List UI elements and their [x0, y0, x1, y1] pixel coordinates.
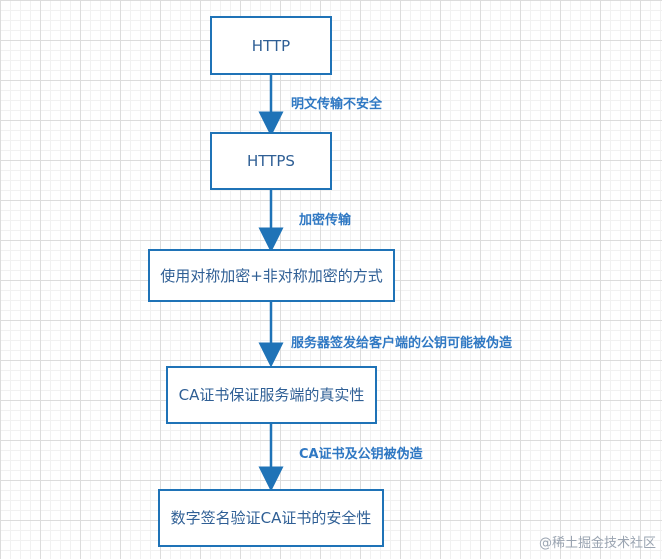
node-ca-certificate: CA证书保证服务端的真实性 [166, 366, 377, 424]
edge-label-https-hybrid: 加密传输 [299, 213, 352, 228]
node-digital-signature: 数字签名验证CA证书的安全性 [158, 489, 384, 547]
node-http: HTTP [210, 16, 332, 75]
watermark-text: @稀土掘金技术社区 [538, 536, 656, 551]
edge-label-hybrid-ca: 服务器签发给客户端的公钥可能被伪造 [291, 336, 513, 351]
edge-label-ca-signature: CA证书及公钥被伪造 [299, 447, 423, 462]
edge-label-http-https: 明文传输不安全 [291, 97, 383, 112]
node-https: HTTPS [210, 132, 332, 190]
node-hybrid-encryption: 使用对称加密+非对称加密的方式 [148, 249, 395, 302]
